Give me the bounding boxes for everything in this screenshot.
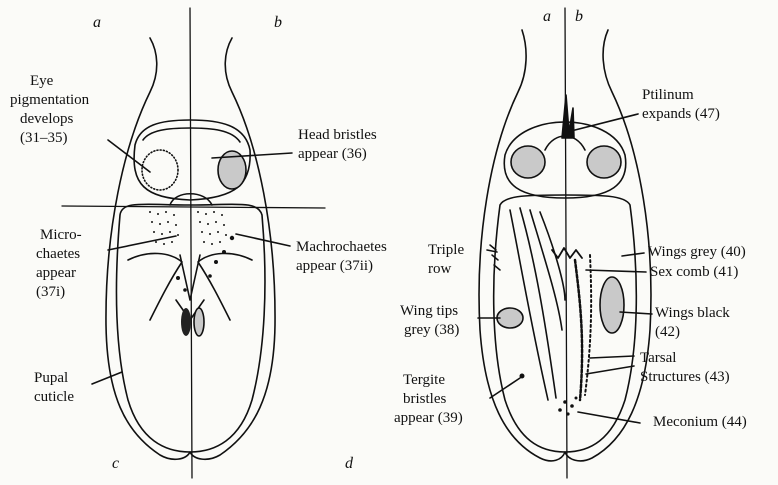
meconium-dots (558, 397, 577, 416)
right-eye-right (587, 146, 621, 178)
label-line: appear (36) (298, 145, 367, 163)
label-line: Micro- (40, 226, 82, 244)
triple-row-bristles (490, 245, 500, 270)
label-line: grey (38) (404, 321, 459, 339)
leader-ptilinum (575, 114, 638, 130)
wing-tip-grey (497, 308, 523, 328)
panel-letter-b-right: b (575, 8, 583, 26)
label-line: Machrochaetes (296, 238, 387, 256)
leader-pupal (92, 372, 122, 384)
label-line: Eye (30, 72, 53, 90)
panel-letter-a-left: a (93, 14, 101, 32)
right-eye-left (511, 146, 545, 178)
label-line: Structures (43) (640, 368, 730, 386)
label-line: Pupal (34, 369, 68, 387)
label-line: Wings black (655, 304, 730, 322)
right-pupa-drawing (478, 8, 652, 478)
panel-letter-a-right: a (543, 8, 551, 26)
label-line: Ptilinum (642, 86, 694, 104)
ptilinum (562, 95, 574, 138)
label-line: bristles (403, 390, 446, 408)
label-meconium: Meconium (44) (653, 413, 747, 431)
label-line: appear (39) (394, 409, 463, 427)
label-line: appear (36, 264, 76, 282)
wings-black-patch (600, 277, 624, 333)
panel-letter-c: c (112, 455, 119, 473)
label-line: (42) (655, 323, 680, 341)
label-line: Head bristles (298, 126, 377, 144)
label-line: Tarsal (640, 349, 676, 367)
left-midline (190, 8, 192, 478)
left-crossline (62, 206, 325, 208)
label-line: cuticle (34, 388, 74, 406)
panel-letter-d: d (345, 455, 353, 473)
leader-tarsal-1 (590, 356, 634, 358)
label-line: chaetes (36, 245, 80, 263)
label-sex-comb: Sex comb (41) (650, 263, 738, 281)
label-line: develops (20, 110, 73, 128)
label-wings-grey: Wings grey (40) (648, 243, 746, 261)
label-line: Tergite (403, 371, 445, 389)
leader-sex-comb (586, 270, 646, 272)
left-genitalia-dark (181, 308, 191, 336)
leader-tarsal-2 (586, 366, 634, 374)
label-line: pigmentation (10, 91, 89, 109)
left-pupa-drawing (62, 8, 325, 478)
panel-letter-b-left: b (274, 14, 282, 32)
leader-wings-black (620, 312, 652, 314)
label-line: row (428, 260, 451, 278)
label-line: expands (47) (642, 105, 720, 123)
label-line: (37i) (36, 283, 65, 301)
label-line: (31–35) (20, 129, 68, 147)
label-line: Triple (428, 241, 464, 259)
right-midline (565, 8, 567, 478)
sex-comb (552, 248, 582, 258)
label-line: appear (37ii) (296, 257, 373, 275)
label-line: Wing tips (400, 302, 458, 320)
leader-tergite (490, 378, 520, 398)
leader-wings-grey (622, 253, 644, 256)
